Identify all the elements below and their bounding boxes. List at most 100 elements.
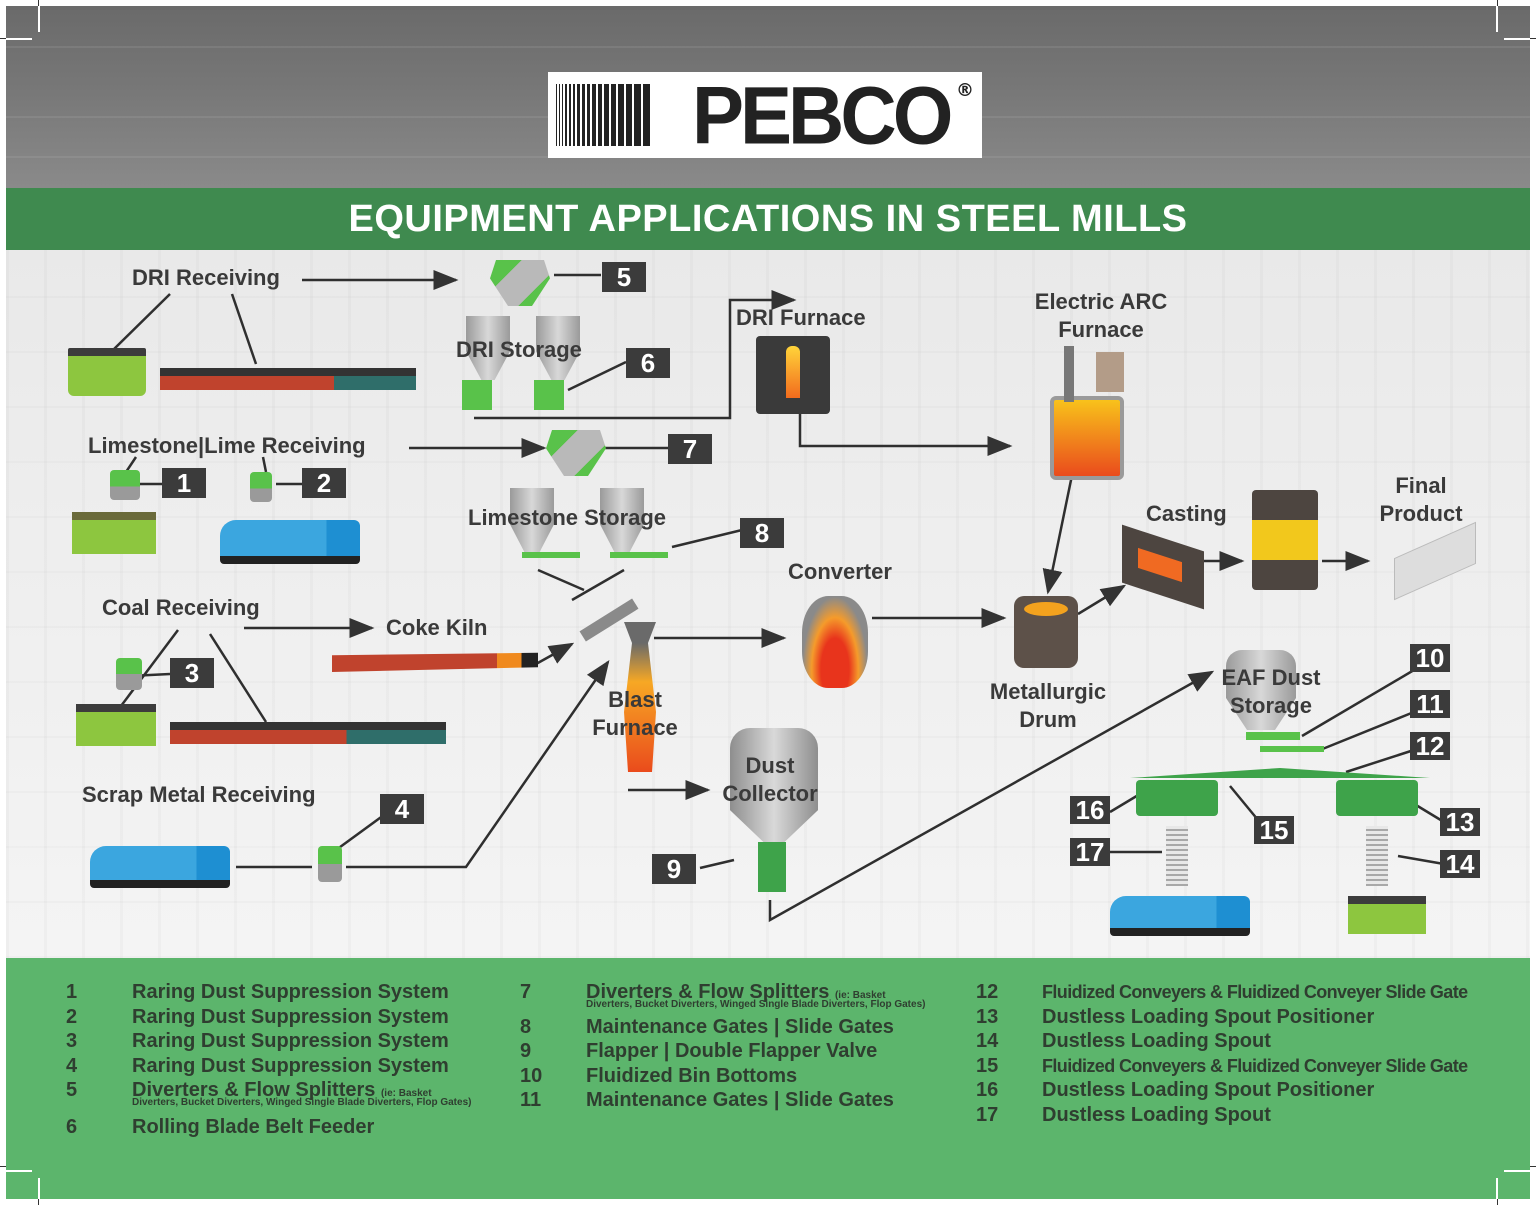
badge-10: 10 xyxy=(1410,643,1450,673)
badge-11: 11 xyxy=(1410,689,1450,719)
logo-wordmark: PEBCO xyxy=(692,68,953,162)
label-electric-arc-furnace: Electric ARC Furnace xyxy=(1034,289,1168,342)
rail-hopper-car-icon xyxy=(1348,896,1426,934)
fluidized-bin-bottom-icon xyxy=(1246,732,1300,740)
legend-crop-mark-v-right xyxy=(1496,1178,1498,1199)
slide-gate-icon xyxy=(610,552,668,558)
legend-item-7: 7 Diverters & Flow Splitters (ie: Basket… xyxy=(520,981,926,1010)
label-scrap-metal-receiving: Scrap Metal Receiving xyxy=(82,782,316,807)
header-photo-background: PEBCO ® xyxy=(6,6,1530,188)
badge-1: 1 xyxy=(162,468,206,498)
badge-17: 17 xyxy=(1070,837,1110,867)
header-crop-mark-v-right xyxy=(1496,6,1498,32)
rail-hopper-car-icon xyxy=(72,512,156,554)
badge-3: 3 xyxy=(170,658,214,688)
header-crop-mark-h-right xyxy=(1504,38,1530,40)
barge-tugboat-icon xyxy=(160,368,416,390)
badge-14: 14 xyxy=(1440,849,1480,879)
badge-6: 6 xyxy=(626,348,670,378)
badge-16: 16 xyxy=(1070,795,1110,825)
tanker-truck-icon xyxy=(1110,896,1250,936)
rail-hopper-car-icon xyxy=(68,348,146,396)
label-limestone-lime-receiving: Limestone|Lime Receiving xyxy=(88,433,366,458)
slide-gate-icon xyxy=(1260,746,1324,752)
loading-spout-icon xyxy=(1166,826,1188,886)
rolling-mill-icon xyxy=(1252,490,1318,590)
belt-feeder-icon xyxy=(534,380,564,410)
dri-furnace-icon xyxy=(756,336,830,414)
tanker-truck-icon xyxy=(220,520,360,564)
header-crop-mark-v xyxy=(38,6,40,32)
label-coal-receiving: Coal Receiving xyxy=(102,595,260,620)
label-final-product: Final Product xyxy=(1379,473,1463,526)
label-dri-storage: DRI Storage xyxy=(456,337,582,362)
title-banner: EQUIPMENT APPLICATIONS IN STEEL MILLS xyxy=(6,188,1530,250)
slide-gate-icon xyxy=(522,552,580,558)
barcode-logo-icon xyxy=(556,84,682,146)
legend-crop-mark-h-right xyxy=(1504,1170,1530,1172)
badge-2: 2 xyxy=(302,468,346,498)
belt-feeder-icon xyxy=(462,380,492,410)
label-dri-receiving: DRI Receiving xyxy=(132,265,280,290)
coke-kiln-icon xyxy=(332,652,538,672)
label-eaf-dust-storage: EAF Dust Storage xyxy=(1221,665,1321,718)
legend-crop-mark-h xyxy=(6,1170,32,1172)
flapper-valve-icon xyxy=(758,842,786,892)
barge-tugboat-icon xyxy=(170,722,446,744)
label-metallurgic-drum: Metallurgic Drum xyxy=(989,679,1107,732)
page-title: EQUIPMENT APPLICATIONS IN STEEL MILLS xyxy=(348,197,1188,240)
loading-spout-icon xyxy=(1366,826,1388,886)
process-diagram: DRI Receiving DRI Storage DRI Furnace El… xyxy=(6,250,1530,958)
loading-spout-positioner-icon xyxy=(1136,780,1218,816)
label-limestone-storage: Limestone Storage xyxy=(468,505,667,530)
legend-column-2: 7 Diverters & Flow Splitters (ie: Basket… xyxy=(520,980,925,1113)
badge-12: 12 xyxy=(1410,731,1450,761)
label-dri-furnace: DRI Furnace xyxy=(736,305,866,330)
label-casting: Casting xyxy=(1146,501,1227,526)
electric-arc-furnace-icon xyxy=(1036,346,1128,480)
dust-suppression-hopper-icon xyxy=(116,658,142,690)
tanker-truck-icon xyxy=(90,846,230,888)
badge-4: 4 xyxy=(380,794,424,824)
label-converter: Converter xyxy=(788,559,892,584)
legend-item-5: 5 Diverters & Flow Splitters (ie: Basket… xyxy=(66,1079,472,1108)
pebco-logo: PEBCO ® xyxy=(548,72,982,158)
rail-hopper-car-icon xyxy=(76,704,156,746)
dust-collector-icon xyxy=(730,728,818,842)
badge-7: 7 xyxy=(668,434,712,464)
header-crop-mark-h xyxy=(6,38,32,40)
loading-spout-positioner-icon xyxy=(1336,780,1418,816)
badge-13: 13 xyxy=(1440,807,1480,837)
poster: PEBCO ® EQUIPMENT APPLICATIONS IN STEEL … xyxy=(6,6,1530,1199)
label-coke-kiln: Coke Kiln xyxy=(386,615,488,640)
fluidized-conveyor-icon xyxy=(1130,768,1430,778)
legend-crop-mark-v xyxy=(38,1178,40,1199)
label-dust-collector: Dust Collector xyxy=(722,753,818,806)
badge-15: 15 xyxy=(1254,815,1294,845)
registered-mark: ® xyxy=(956,80,974,101)
dust-suppression-hopper-icon xyxy=(318,846,342,882)
ladle-drum-icon xyxy=(1014,596,1078,668)
converter-icon xyxy=(802,596,868,688)
badge-8: 8 xyxy=(740,518,784,548)
badge-5: 5 xyxy=(602,262,646,292)
dust-suppression-hopper-icon xyxy=(110,470,140,500)
